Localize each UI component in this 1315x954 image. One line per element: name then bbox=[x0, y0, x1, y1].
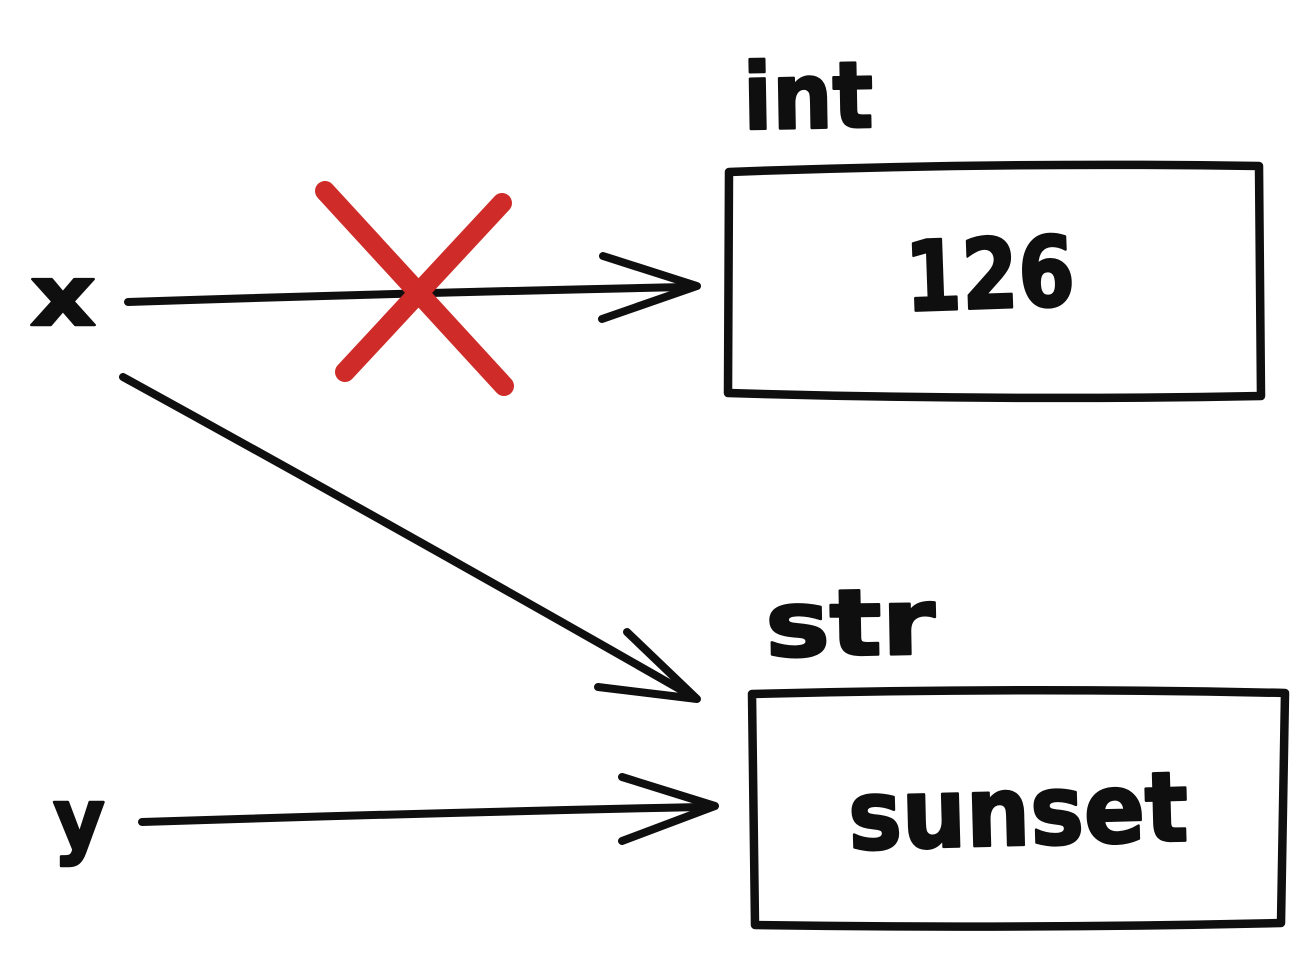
arrow-y-to-str-head bbox=[618, 773, 719, 845]
cross-out-mark bbox=[315, 181, 514, 396]
variable-y-label: y bbox=[53, 770, 105, 868]
int-type-label: int bbox=[742, 42, 874, 151]
arrow-x-to-str bbox=[119, 373, 701, 703]
arrow-x-to-int-head bbox=[598, 252, 701, 323]
arrow-y-to-str-shaft bbox=[138, 803, 704, 826]
str-type-label: str bbox=[764, 569, 937, 679]
arrow-x-to-int-shaft bbox=[124, 283, 692, 306]
str-object: str sunset bbox=[747, 567, 1290, 931]
int-object: int 126 bbox=[723, 41, 1266, 403]
cross-out-stroke-2 bbox=[335, 193, 512, 382]
int-value: 126 bbox=[903, 215, 1077, 334]
arrow-y-to-str bbox=[138, 773, 719, 845]
arrow-x-to-str-head bbox=[594, 628, 701, 703]
str-box bbox=[747, 685, 1290, 931]
arrow-x-to-str-shaft bbox=[119, 373, 694, 699]
variable-x-label: x bbox=[30, 247, 96, 345]
str-value: sunset bbox=[847, 751, 1190, 873]
int-box bbox=[723, 160, 1266, 403]
arrow-x-to-int bbox=[124, 252, 701, 323]
